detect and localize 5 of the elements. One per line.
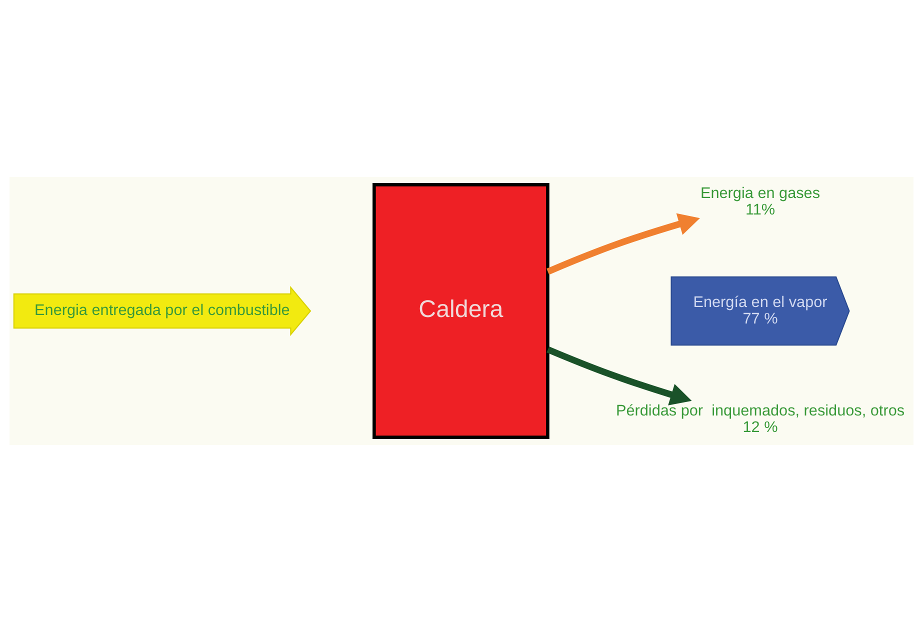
node-box: Caldera [372, 182, 550, 438]
arrow [546, 346, 692, 405]
node-text: Energia en gases 11% [700, 184, 820, 218]
node-text: Pérdidas por inquemados, residuos, otros 12 % [616, 402, 905, 436]
arrow [546, 212, 700, 274]
